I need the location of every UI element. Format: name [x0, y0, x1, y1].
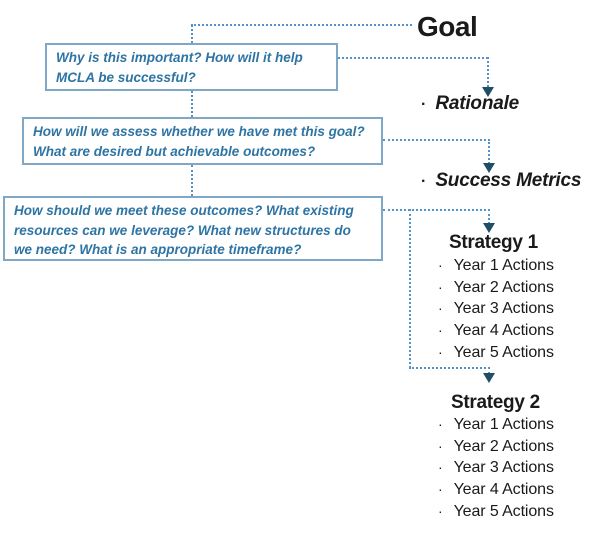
bullet: ·: [421, 96, 427, 113]
year-action-label: Year 5 Actions: [453, 502, 554, 520]
question-box-strategies: How should we meet these outcomes? What …: [3, 196, 383, 261]
year-action-label: Year 3 Actions: [453, 300, 554, 318]
year-action-label: Year 4 Actions: [453, 322, 554, 340]
bullet: ·: [438, 459, 443, 476]
list-item: · Year 3 Actions: [438, 459, 603, 481]
success-metrics-item: · Success Metrics: [421, 170, 581, 192]
question-text: How will we assess whether we have met t…: [33, 124, 365, 159]
connector-box1-box2: [191, 91, 193, 117]
year-action-label: Year 5 Actions: [453, 343, 554, 361]
list-item: · Year 5 Actions: [438, 503, 603, 525]
year-action-label: Year 1 Actions: [453, 257, 554, 274]
success-metrics-label: Success Metrics: [435, 170, 582, 191]
question-box-success-metrics: How will we assess whether we have met t…: [22, 117, 383, 165]
question-text: Why is this important? How will it help …: [56, 50, 303, 85]
bullet: ·: [438, 257, 443, 273]
rationale-item: · Rationale: [421, 93, 519, 115]
list-item: · Year 3 Actions: [438, 300, 603, 322]
bullet: ·: [438, 322, 443, 339]
bullet: ·: [438, 481, 443, 498]
connector-strategy1-vertical: [488, 209, 490, 224]
connector-success-horizontal: [383, 139, 490, 141]
strategy-2-list: · Year 1 Actions · Year 2 Actions · Year…: [438, 416, 603, 524]
list-item: · Year 5 Actions: [438, 344, 603, 366]
question-text: How should we meet these outcomes? What …: [14, 203, 354, 257]
year-action-label: Year 2 Actions: [453, 437, 554, 455]
goal-label: Goal: [417, 11, 478, 42]
strategy-2-title: Strategy 2: [451, 392, 540, 413]
bullet: ·: [438, 343, 443, 360]
arrow-down-icon: [483, 373, 495, 383]
arrow-down-icon: [482, 87, 494, 97]
connector-strategy2-horizontal: [409, 367, 490, 369]
bullet: ·: [421, 173, 427, 190]
year-action-label: Year 3 Actions: [453, 459, 554, 477]
question-box-rationale: Why is this important? How will it help …: [45, 43, 338, 91]
connector-box2-box3: [191, 165, 193, 196]
connector-goal-vertical: [191, 25, 193, 43]
connector-success-vertical: [488, 139, 490, 164]
connector-rationale-horizontal: [338, 57, 488, 59]
year-action-label: Year 1 Actions: [453, 416, 554, 433]
strategy-1-title: Strategy 1: [449, 232, 538, 253]
connector-goal-horizontal: [191, 24, 412, 26]
list-item: · Year 1 Actions: [438, 416, 603, 438]
list-item: · Year 2 Actions: [438, 279, 603, 301]
list-item: · Year 4 Actions: [438, 322, 603, 344]
list-item: · Year 1 Actions: [438, 257, 603, 279]
year-action-label: Year 2 Actions: [453, 278, 554, 296]
bullet: ·: [438, 437, 443, 454]
arrow-down-icon: [483, 163, 495, 173]
connector-strategy2-vertical-long: [409, 209, 411, 368]
bullet: ·: [438, 300, 443, 317]
connector-strategy1-horizontal: [383, 209, 490, 211]
bullet: ·: [438, 278, 443, 295]
arrow-down-icon: [483, 223, 495, 233]
strategy-1-list: · Year 1 Actions · Year 2 Actions · Year…: [438, 257, 603, 365]
connector-rationale-vertical: [487, 57, 489, 87]
connector-strategy2-vertical-short: [488, 367, 490, 374]
rationale-label: Rationale: [435, 93, 520, 114]
list-item: · Year 4 Actions: [438, 481, 603, 503]
bullet: ·: [438, 502, 443, 519]
bullet: ·: [438, 416, 443, 432]
list-item: · Year 2 Actions: [438, 438, 603, 460]
year-action-label: Year 4 Actions: [453, 481, 554, 499]
